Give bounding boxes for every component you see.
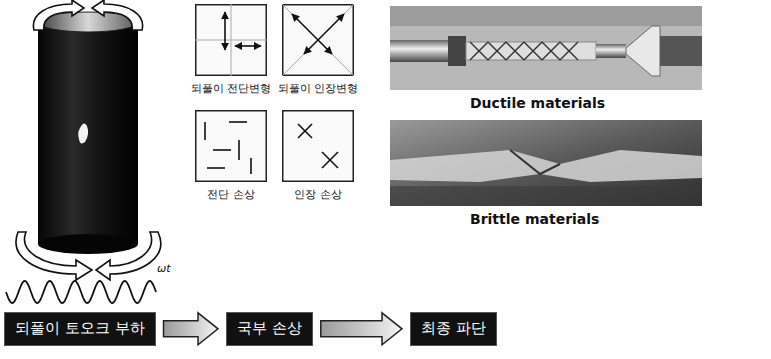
ductile-photo	[390, 6, 702, 90]
rotation-arrow	[33, 0, 84, 30]
process-box: 최종 파단	[410, 312, 497, 346]
square-caption: 되풀이 인장변형	[277, 82, 360, 95]
process-label: 국부 손상	[237, 319, 302, 339]
process-box: 되풀이 토오크 부하	[4, 312, 156, 346]
rotation-arrow	[92, 0, 143, 30]
wave-symbol: ωt	[157, 262, 171, 275]
brittle-photo	[390, 120, 702, 206]
square-outline	[282, 110, 354, 182]
photo-caption: Ductile materials	[470, 95, 605, 111]
rotation-arrow	[16, 232, 92, 280]
square-outline	[282, 4, 354, 76]
photo-caption: Brittle materials	[470, 211, 599, 227]
square-caption: 인장 손상	[280, 188, 356, 201]
strain-square: 되풀이 인장변형	[277, 4, 360, 95]
square-outline	[195, 4, 267, 76]
strain-square: 되풀이 전단변형	[190, 4, 273, 95]
cylinder-bottom	[38, 234, 138, 254]
process-label: 최종 파단	[421, 319, 486, 339]
square-caption: 전단 손상	[193, 188, 269, 201]
cylinder-body	[38, 22, 138, 244]
block-arrow	[164, 313, 219, 345]
square-outline	[195, 110, 267, 182]
process-box: 국부 손상	[226, 312, 313, 346]
crack-spot	[78, 123, 88, 143]
strain-square: 전단 손상	[193, 110, 269, 201]
strain-square: 인장 손상	[280, 110, 356, 201]
process-label: 되풀이 토오크 부하	[15, 319, 145, 339]
block-arrow	[321, 313, 402, 345]
square-caption: 되풀이 전단변형	[190, 82, 273, 95]
rotation-arrow	[96, 232, 161, 280]
sine-wave	[6, 281, 156, 303]
